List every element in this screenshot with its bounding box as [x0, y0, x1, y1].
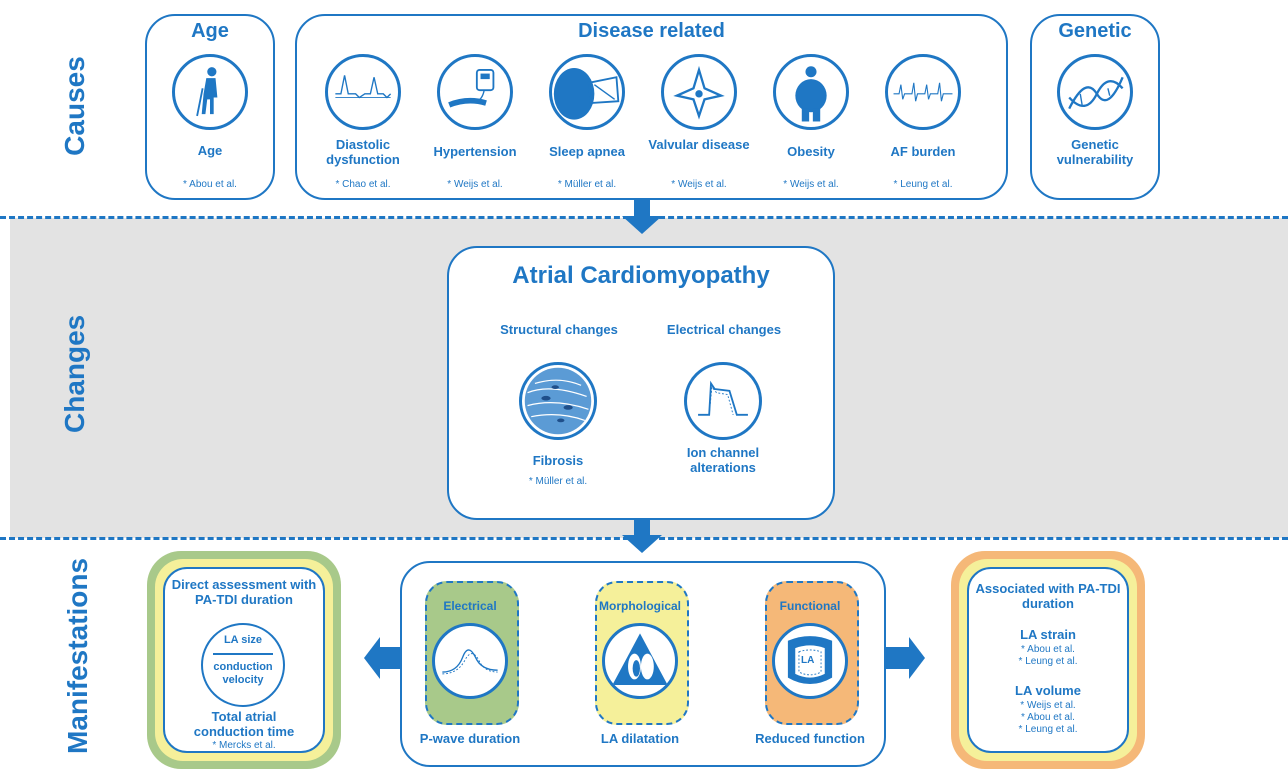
dna-icon	[1057, 54, 1133, 130]
la-volume-ref-0: * Weijs et al.	[1020, 700, 1076, 711]
obesity-icon	[773, 54, 849, 130]
la-volume-ref-1: * Abou et al.	[1021, 712, 1075, 723]
disease-box: Disease related Diastolic dysfunction * …	[295, 14, 1008, 200]
direct-ref: * Mercks et al.	[212, 740, 276, 751]
fibrosis-label: Fibrosis	[532, 453, 584, 468]
electrical-label: Electrical changes	[666, 322, 782, 337]
arrow-right-icon	[885, 637, 925, 679]
p-wave-label: P-wave duration	[419, 731, 521, 746]
section-label-causes: Causes	[59, 56, 90, 156]
ion-channel-label: Ion channel alterations	[686, 445, 760, 475]
associated-title: Associated with PA-TDI duration	[975, 581, 1121, 611]
fibrosis-icon	[519, 362, 597, 440]
cardiomyopathy-box: Atrial Cardiomyopathy Structural changes…	[447, 246, 835, 520]
la-volume-label: LA volume	[1015, 683, 1081, 698]
reduced-function-label: Reduced function	[755, 731, 865, 746]
disease-label-0: Diastolic dysfunction	[326, 137, 400, 167]
fibrosis-ref: * Müller et al.	[528, 476, 588, 487]
la-volume-ref-2: * Leung et al.	[1018, 724, 1078, 735]
formula-denominator: conduction velocity	[213, 661, 273, 686]
disease-title: Disease related	[578, 20, 725, 42]
la-dilatation-label: LA dilatation	[600, 731, 680, 746]
disease-ref-4: * Weijs et al.	[783, 179, 839, 190]
disease-ref-5: * Leung et al.	[893, 179, 953, 190]
disease-ref-0: * Chao et al.	[335, 179, 391, 190]
genetic-box: Genetic Genetic vulnerability	[1030, 14, 1160, 200]
ecg-af-icon	[885, 54, 961, 130]
section-label-changes: Changes	[59, 314, 90, 433]
formula-numerator: LA size	[223, 634, 263, 646]
disease-label-4: Obesity	[787, 144, 835, 159]
age-box: Age Age * Abou et al.	[145, 14, 275, 200]
direct-result: Total atrial conduction time	[193, 709, 295, 739]
functional-panel-label: Functional	[779, 599, 841, 613]
diastolic-dysfunction-icon	[325, 54, 401, 130]
la-label: LA	[801, 655, 815, 666]
direct-assessment-box: Direct assessment with PA-TDI duration L…	[163, 567, 325, 753]
arrow-down-icon	[622, 519, 662, 553]
age-ref: * Abou et al.	[183, 179, 237, 190]
p-wave-icon	[432, 623, 508, 699]
associated-box: Associated with PA-TDI duration LA strai…	[967, 567, 1129, 753]
disease-ref-3: * Weijs et al.	[671, 179, 727, 190]
heart-la-icon	[772, 623, 848, 699]
sleep-apnea-icon	[549, 54, 625, 130]
arrow-left-icon	[364, 637, 404, 679]
direct-title: Direct assessment with PA-TDI duration	[171, 577, 317, 607]
fraction-line	[213, 653, 273, 655]
disease-label-2: Sleep apnea	[549, 144, 625, 159]
disease-ref-1: * Weijs et al.	[447, 179, 503, 190]
blood-pressure-icon	[437, 54, 513, 130]
disease-label-1: Hypertension	[433, 144, 517, 159]
la-strain-ref-1: * Leung et al.	[1018, 656, 1078, 667]
echo-la-icon	[602, 623, 678, 699]
elderly-person-icon	[172, 54, 248, 130]
morphological-panel-label: Morphological	[599, 599, 681, 613]
electrical-panel-label: Electrical	[443, 599, 497, 613]
section-label-manifestations: Manifestations	[62, 557, 93, 754]
age-title: Age	[191, 20, 229, 42]
la-strain-ref-0: * Abou et al.	[1021, 644, 1075, 655]
genetic-title: Genetic	[1058, 20, 1132, 42]
cardiomyopathy-title: Atrial Cardiomyopathy	[512, 262, 770, 289]
disease-ref-2: * Müller et al.	[557, 179, 617, 190]
valve-icon	[661, 54, 737, 130]
genetic-label: Genetic vulnerability	[1056, 137, 1134, 167]
la-strain-label: LA strain	[1020, 627, 1076, 642]
formula-circle	[201, 623, 285, 707]
action-potential-icon	[684, 362, 762, 440]
age-label: Age	[197, 143, 223, 158]
structural-label: Structural changes	[500, 322, 618, 337]
arrow-down-icon	[622, 200, 662, 234]
disease-label-3: Valvular disease	[648, 137, 750, 152]
disease-label-5: AF burden	[890, 144, 956, 159]
manifestation-center-box: Electrical Morphological Functional LA P…	[400, 561, 886, 767]
